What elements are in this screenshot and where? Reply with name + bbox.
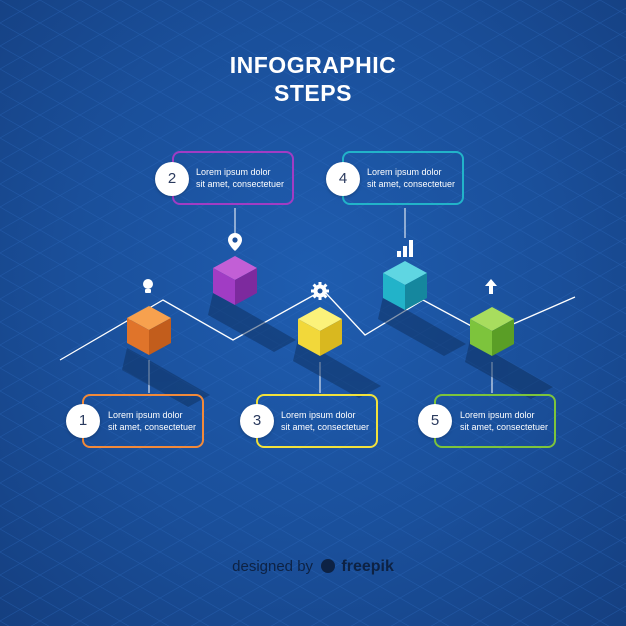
step-2-text: Lorem ipsum dolor sit amet, consectetuer bbox=[196, 166, 284, 190]
step-1-line-1: Lorem ipsum dolor bbox=[108, 410, 183, 420]
step-2-line-1: Lorem ipsum dolor bbox=[196, 167, 271, 177]
step-5-number: 5 bbox=[418, 404, 452, 438]
step-2-line-2: sit amet, consectetuer bbox=[196, 179, 285, 189]
credit-prefix: designed by bbox=[232, 558, 314, 575]
step-3-number: 3 bbox=[240, 404, 274, 438]
step-1-text: Lorem ipsum dolor sit amet, consectetuer bbox=[108, 409, 196, 433]
step-4-number: 4 bbox=[326, 162, 360, 196]
cube-step-4 bbox=[383, 261, 427, 310]
gear-icon bbox=[311, 282, 329, 300]
step-5-line-2: sit amet, consectetuer bbox=[460, 422, 549, 432]
credit-brand: freepik bbox=[341, 558, 394, 575]
lightbulb-icon bbox=[143, 279, 153, 293]
step-1-line-2: sit amet, consectetuer bbox=[108, 422, 197, 432]
arrow-up-icon bbox=[485, 279, 497, 294]
freepik-logo-icon bbox=[321, 559, 336, 573]
cube-shadow-1 bbox=[122, 348, 210, 407]
step-4-line-1: Lorem ipsum dolor bbox=[367, 167, 442, 177]
cube-shadow-5 bbox=[465, 340, 553, 399]
step-1-number: 1 bbox=[66, 404, 100, 438]
step-5-line-1: Lorem ipsum dolor bbox=[460, 410, 535, 420]
step-3-line-1: Lorem ipsum dolor bbox=[281, 410, 356, 420]
title-line-2: STEPS bbox=[274, 80, 352, 106]
cube-step-2 bbox=[213, 256, 257, 305]
step-2-number: 2 bbox=[155, 162, 189, 196]
cube-shadow-4 bbox=[378, 297, 466, 356]
location-pin-icon bbox=[228, 233, 242, 251]
step-5-text: Lorem ipsum dolor sit amet, consectetuer bbox=[460, 409, 548, 433]
step-4-text: Lorem ipsum dolor sit amet, consectetuer bbox=[367, 166, 455, 190]
credit-line: designed by freepik bbox=[0, 558, 626, 576]
title-line-1: INFOGRAPHIC bbox=[229, 52, 397, 78]
step-3-line-2: sit amet, consectetuer bbox=[281, 422, 370, 432]
cube-shadow-3 bbox=[293, 339, 381, 398]
cube-step-1 bbox=[127, 306, 171, 355]
step-3-text: Lorem ipsum dolor sit amet, consectetuer bbox=[281, 409, 369, 433]
cube-shadow-2 bbox=[208, 293, 296, 352]
cube-step-3 bbox=[298, 307, 342, 356]
bar-chart-icon bbox=[397, 240, 413, 257]
step-4-line-2: sit amet, consectetuer bbox=[367, 179, 456, 189]
cube-step-5 bbox=[470, 307, 514, 356]
